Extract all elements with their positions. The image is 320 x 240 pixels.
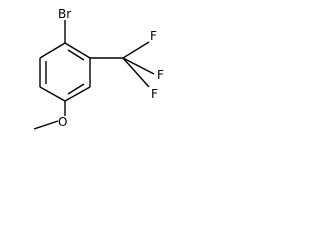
bromine-label: Br: [58, 7, 71, 21]
ring-bond-4: [39, 86, 66, 102]
molecule-structure: Br O F F F: [33, 7, 164, 130]
cf3-right-f-bond: [122, 57, 155, 75]
fluorine-right-label: F: [157, 68, 164, 82]
oxygen-label: O: [58, 115, 67, 129]
ring-inner-double-bond-1: [67, 49, 85, 61]
ring-bond-3: [64, 86, 91, 102]
ring-bond-1: [64, 42, 91, 59]
benzene-ring: [39, 42, 91, 102]
ring-inner-double-bond-2: [67, 83, 85, 95]
structure-canvas: Br O F F F: [0, 0, 210, 155]
o-ch3-bond: [33, 120, 59, 130]
cf3-top-f-bond: [122, 41, 150, 59]
fluorine-bottom-label: F: [151, 87, 158, 101]
fluorine-top-label: F: [150, 29, 157, 43]
ring-bond-6: [39, 42, 66, 59]
cf3-bottom-f-bond: [122, 57, 150, 88]
